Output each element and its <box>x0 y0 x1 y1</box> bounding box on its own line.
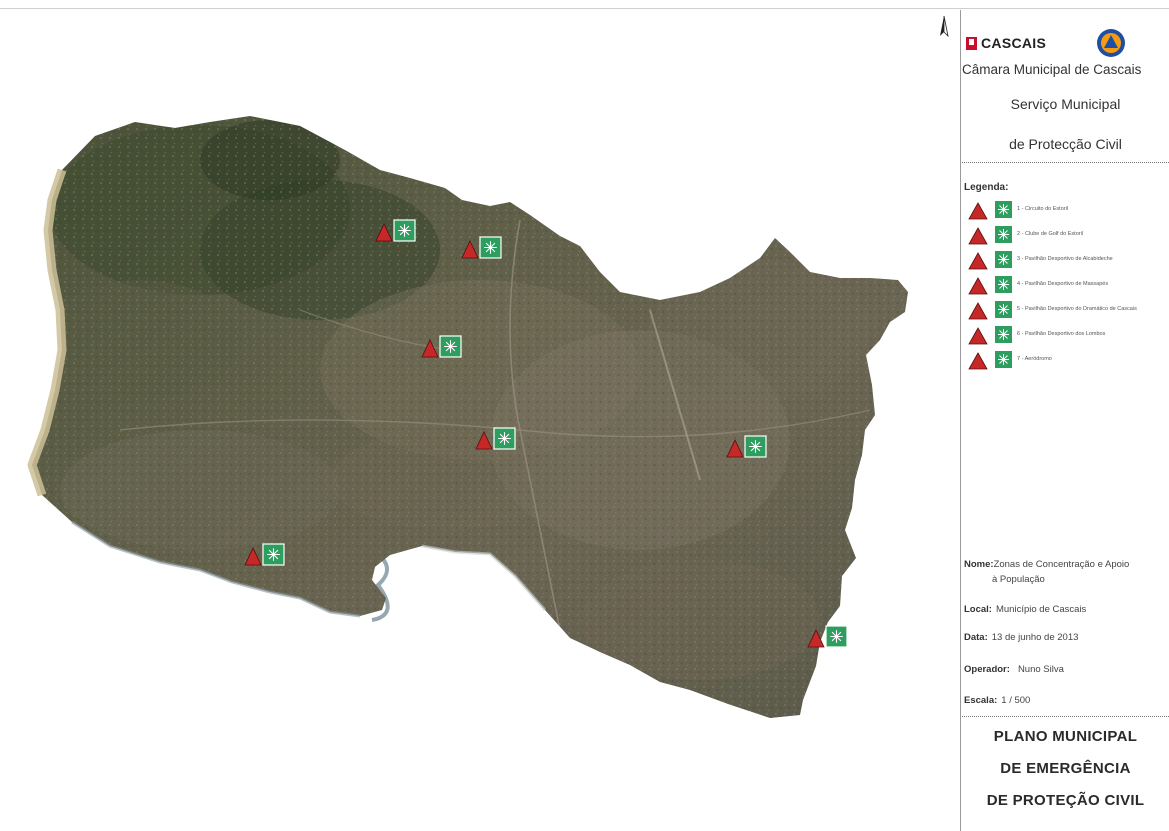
map-legend-panel: CASCAIS Câmara Municipal de Cascais Serv… <box>962 10 1169 831</box>
date-field: Data:13 de junho de 2013 <box>964 632 1079 643</box>
shelter-icon <box>994 200 1013 219</box>
warning-triangle-icon <box>968 252 988 270</box>
warning-triangle-icon <box>968 202 988 220</box>
shelter-icon <box>994 250 1013 269</box>
local-value: Município de Cascais <box>995 604 1087 615</box>
legend-item: 1 - Circuito do Estoril <box>968 198 1168 223</box>
warning-triangle-icon <box>968 302 988 320</box>
legend-item-label: 1 - Circuito do Estoril <box>1017 206 1069 212</box>
warning-triangle-icon <box>375 223 393 242</box>
municipality-map[interactable] <box>0 10 955 831</box>
plan-title-line3: DE PROTEÇÃO CIVIL <box>986 792 1145 809</box>
date-value: 13 de junho de 2013 <box>991 632 1079 643</box>
shelter-icon <box>994 300 1013 319</box>
map-marker[interactable] <box>461 236 502 259</box>
operator-field: Operador:Nuno Silva <box>964 664 1064 675</box>
legend-list: 1 - Circuito do Estoril 2 - Clube de Golf… <box>968 198 1168 373</box>
map-marker[interactable] <box>375 219 416 242</box>
north-arrow-icon <box>940 15 949 38</box>
legend-item: 3 - Pavilhão Desportivo de Alcabideche <box>968 248 1168 273</box>
service-name-line2: de Protecção Civil <box>1009 136 1122 152</box>
local-field: Local:Município de Cascais <box>964 604 1087 615</box>
legend-item: 4 - Pavilhão Desportivo de Massapés <box>968 273 1168 298</box>
warning-triangle-icon <box>726 439 744 458</box>
warning-triangle-icon <box>968 352 988 370</box>
map-marker[interactable] <box>244 543 285 566</box>
warning-triangle-icon <box>461 240 479 259</box>
legend-item-label: 4 - Pavilhão Desportivo de Massapés <box>1017 281 1109 287</box>
map-marker[interactable] <box>475 427 516 450</box>
name-value-line2: à População <box>992 574 1045 585</box>
civil-protection-emblem-icon <box>1097 29 1125 57</box>
warning-triangle-icon <box>968 227 988 245</box>
legend-item: 2 - Clube de Golf do Estoril <box>968 223 1168 248</box>
legend-item-label: 6 - Pavilhão Desportivo dos Lombos <box>1017 331 1106 337</box>
legend-item: 7 - Aeródromo <box>968 348 1168 373</box>
name-value: Zonas de Concentração e Apoio <box>993 559 1130 570</box>
land-mass <box>27 116 908 718</box>
map-marker[interactable] <box>726 435 767 458</box>
map-marker[interactable] <box>421 335 462 358</box>
legend-title: Legenda: <box>964 182 1009 193</box>
warning-triangle-icon <box>968 277 988 295</box>
shelter-icon <box>994 225 1013 244</box>
legend-item: 6 - Pavilhão Desportivo dos Lombos <box>968 323 1168 348</box>
divider <box>962 716 1169 717</box>
marker-layer <box>244 219 848 648</box>
scale-value: 1 / 500 <box>1001 695 1031 706</box>
cascais-logo-icon <box>966 36 977 50</box>
shelter-icon <box>994 325 1013 344</box>
warning-triangle-icon <box>475 431 493 450</box>
cascais-logo: CASCAIS <box>966 32 1046 54</box>
name-field: Nome:Zonas de Concentração e Apoio <box>964 559 1130 570</box>
divider <box>962 162 1169 163</box>
legend-item-label: 7 - Aeródromo <box>1017 356 1052 362</box>
map-view[interactable] <box>0 10 955 831</box>
municipality-name: Câmara Municipal de Cascais <box>962 62 1142 77</box>
legend-item-label: 3 - Pavilhão Desportivo de Alcabideche <box>1017 256 1113 262</box>
scale-field: Escala:1 / 500 <box>964 695 1031 706</box>
plan-title-line2: DE EMERGÊNCIA <box>1000 760 1131 777</box>
warning-triangle-icon <box>244 547 262 566</box>
panel-divider <box>960 10 961 831</box>
legend-item: 5 - Pavilhão Desportivo do Dramático de … <box>968 298 1168 323</box>
warning-triangle-icon <box>421 339 439 358</box>
warning-triangle-icon <box>807 629 825 648</box>
warning-triangle-icon <box>968 327 988 345</box>
operator-value: Nuno Silva <box>1017 664 1064 675</box>
map-marker[interactable] <box>807 625 848 648</box>
shelter-icon <box>994 350 1013 369</box>
top-border <box>0 8 1169 9</box>
brand-name: CASCAIS <box>981 35 1047 51</box>
plan-title-line1: PLANO MUNICIPAL <box>993 728 1138 745</box>
service-name-line1: Serviço Municipal <box>1010 96 1121 112</box>
legend-item-label: 2 - Clube de Golf do Estoril <box>1017 231 1084 237</box>
shelter-icon <box>994 275 1013 294</box>
legend-item-label: 5 - Pavilhão Desportivo do Dramático de … <box>1017 306 1137 312</box>
